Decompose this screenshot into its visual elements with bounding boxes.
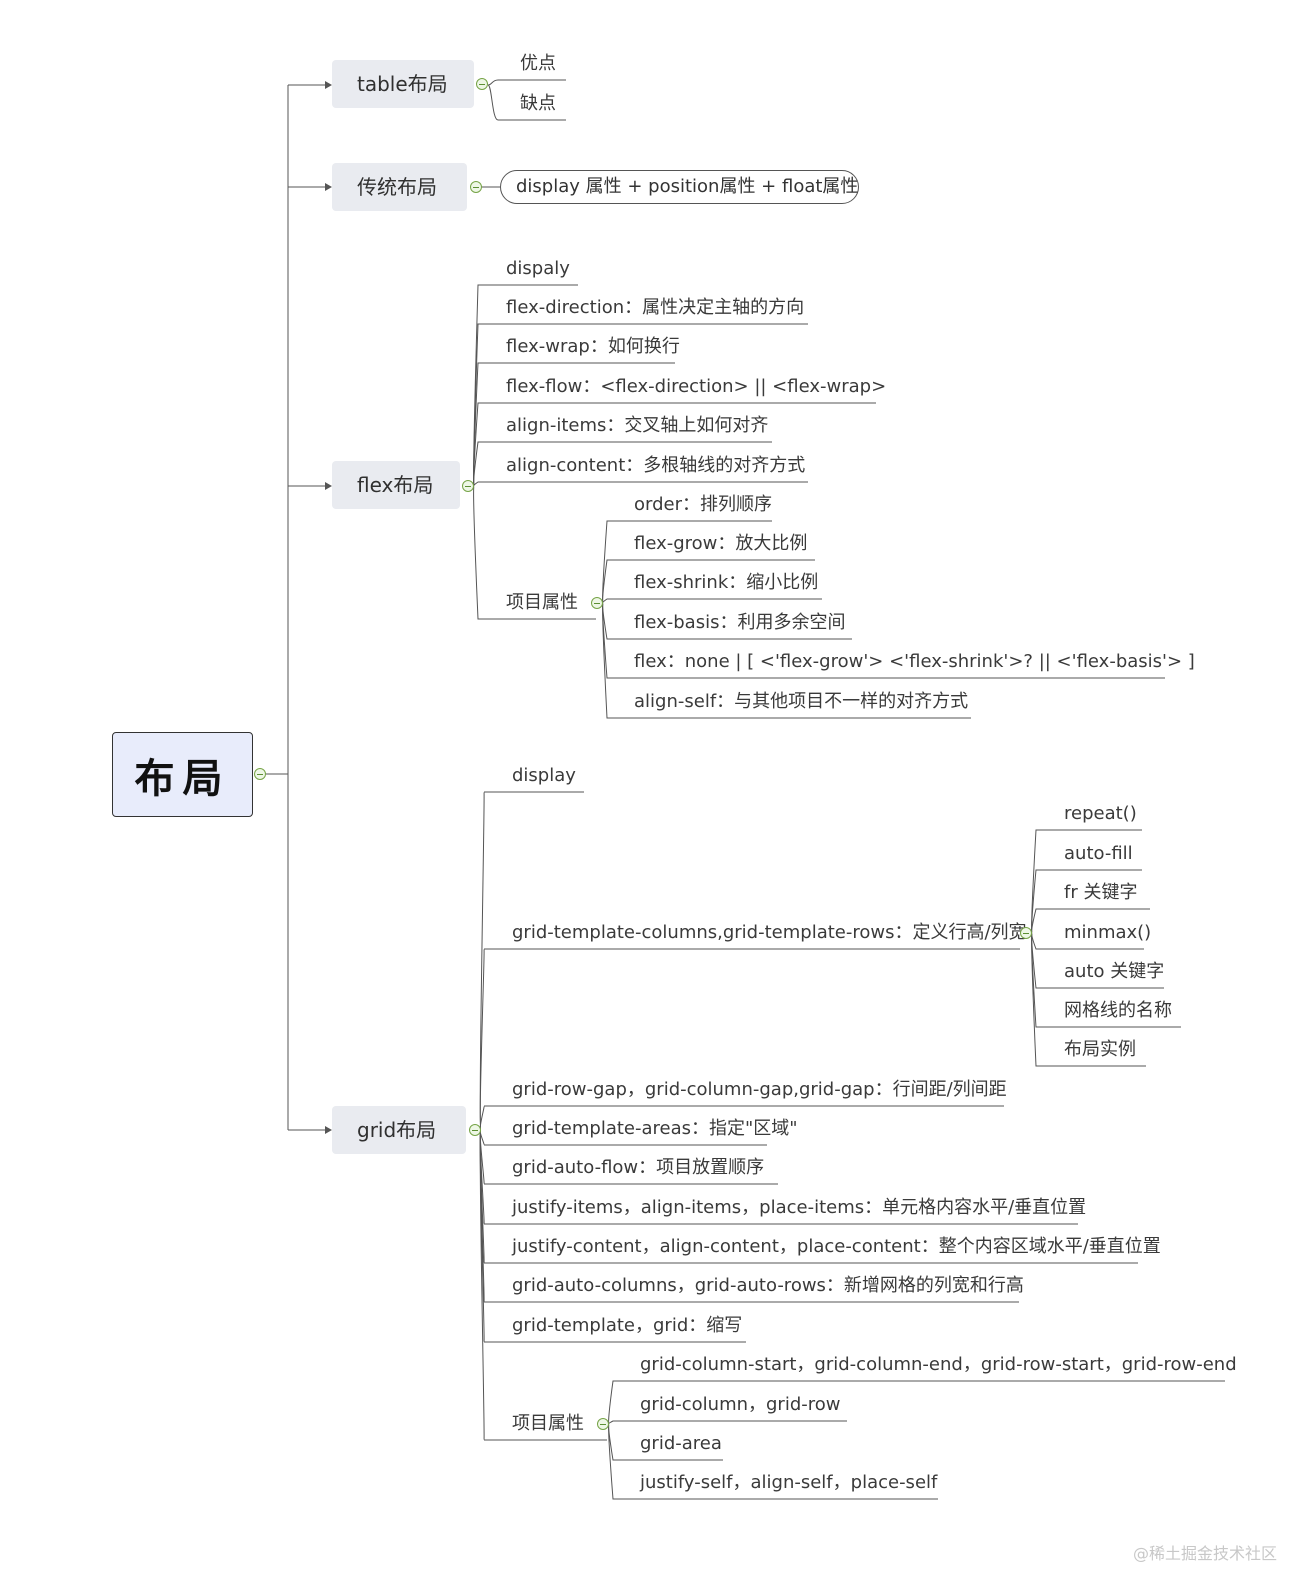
grid-template-collapse-icon[interactable] xyxy=(1020,927,1032,939)
flex-branch-line xyxy=(473,485,596,620)
grid-leaf-justify-content[interactable]: justify-content，align-content，place-cont… xyxy=(512,1236,1161,1257)
grid-arrow-icon xyxy=(325,1126,332,1134)
grid-template-repeat[interactable]: repeat() xyxy=(1064,803,1137,824)
flex-item-grow[interactable]: flex-grow：放大比例 xyxy=(634,533,808,554)
flex-leaf-wrap[interactable]: flex-wrap：如何换行 xyxy=(506,336,680,357)
root-node[interactable]: 布局 xyxy=(112,732,253,817)
branch-flex-layout[interactable]: flex布局 xyxy=(332,461,460,509)
table-branch-line xyxy=(487,79,566,86)
flex-leaf-display[interactable]: dispaly xyxy=(506,258,570,279)
flex-item-flex[interactable]: flex：none | [ <'flex-grow'> <'flex-shrin… xyxy=(634,651,1195,672)
flex-leaf-direction[interactable]: flex-direction：属性决定主轴的方向 xyxy=(506,297,805,318)
table-branch-line xyxy=(487,84,566,121)
branch-grid-layout[interactable]: grid布局 xyxy=(332,1106,466,1154)
grid-leaf-auto-flow[interactable]: grid-auto-flow：项目放置顺序 xyxy=(512,1157,765,1178)
watermark: @稀土掘金技术社区 xyxy=(1133,1544,1278,1563)
grid-branch-line xyxy=(479,948,1020,1131)
flex-item-props-node[interactable]: 项目属性 xyxy=(506,592,578,613)
flex-arrow-icon xyxy=(325,482,332,490)
grid-branch-line xyxy=(479,1129,607,1441)
grid-leaf-gap[interactable]: grid-row-gap，grid-column-gap,grid-gap：行间… xyxy=(512,1079,1007,1100)
grid-item-branch-line xyxy=(608,1423,938,1500)
flex-item-shrink[interactable]: flex-shrink：缩小比例 xyxy=(634,572,819,593)
flex-branch-line xyxy=(473,481,808,487)
flex-leaf-align-content[interactable]: align-content：多根轴线的对齐方式 xyxy=(506,455,806,476)
branch-traditional-layout[interactable]: 传统布局 xyxy=(332,163,467,211)
table-leaf-advantages[interactable]: 优点 xyxy=(520,53,556,74)
flex-item-branch-line xyxy=(602,598,822,604)
grid-item-column-start[interactable]: grid-column-start，grid-column-end，grid-r… xyxy=(640,1354,1237,1375)
grid-template-node[interactable]: grid-template-columns,grid-template-rows… xyxy=(512,922,1027,943)
flex-leaf-align-items[interactable]: align-items：交叉轴上如何对齐 xyxy=(506,415,769,436)
flex-item-order[interactable]: order：排列顺序 xyxy=(634,494,772,515)
traditional-collapse-icon[interactable] xyxy=(470,181,482,193)
grid-template-branch-line xyxy=(1031,932,1146,1067)
grid-template-auto-fill[interactable]: auto-fill xyxy=(1064,843,1133,864)
grid-template-fr[interactable]: fr 关键字 xyxy=(1064,882,1138,903)
grid-leaf-template-shorthand[interactable]: grid-template，grid：缩写 xyxy=(512,1315,743,1336)
branch-table-layout[interactable]: table布局 xyxy=(332,60,474,108)
flex-item-props-collapse-icon[interactable] xyxy=(591,597,603,609)
grid-item-props-collapse-icon[interactable] xyxy=(597,1418,609,1430)
flex-leaf-flow[interactable]: flex-flow：<flex-direction> || <flex-wrap… xyxy=(506,376,887,397)
flex-item-basis[interactable]: flex-basis：利用多余空间 xyxy=(634,612,846,633)
grid-template-minmax[interactable]: minmax() xyxy=(1064,922,1152,943)
flex-item-branch-line xyxy=(602,602,971,719)
table-collapse-icon[interactable] xyxy=(476,78,488,90)
flex-collapse-icon[interactable] xyxy=(462,480,474,492)
flex-item-align-self[interactable]: align-self：与其他项目不一样的对齐方式 xyxy=(634,691,969,712)
grid-collapse-icon[interactable] xyxy=(469,1124,481,1136)
table-arrow-icon xyxy=(325,81,332,89)
grid-item-justify-self[interactable]: justify-self，align-self，place-self xyxy=(640,1472,938,1493)
grid-leaf-template-areas[interactable]: grid-template-areas：指定"区域" xyxy=(512,1118,798,1139)
grid-template-example[interactable]: 布局实例 xyxy=(1064,1039,1136,1060)
grid-leaf-justify-items[interactable]: justify-items，align-items，place-items：单元… xyxy=(512,1197,1087,1218)
root-collapse-icon[interactable] xyxy=(254,768,266,780)
traditional-leaf-properties[interactable]: display 属性 + position属性 + float属性 xyxy=(500,170,859,204)
grid-item-branch-line xyxy=(608,1420,847,1425)
grid-leaf-auto-columns[interactable]: grid-auto-columns，grid-auto-rows：新增网格的列宽… xyxy=(512,1275,1024,1296)
grid-item-column-row[interactable]: grid-column，grid-row xyxy=(640,1394,841,1415)
table-leaf-disadvantages[interactable]: 缺点 xyxy=(520,93,556,114)
grid-template-auto[interactable]: auto 关键字 xyxy=(1064,961,1165,982)
grid-leaf-display[interactable]: display xyxy=(512,765,576,786)
grid-template-line-names[interactable]: 网格线的名称 xyxy=(1064,1000,1172,1021)
grid-item-area[interactable]: grid-area xyxy=(640,1433,722,1454)
traditional-arrow-icon xyxy=(325,183,332,191)
grid-item-props-node[interactable]: 项目属性 xyxy=(512,1413,584,1434)
